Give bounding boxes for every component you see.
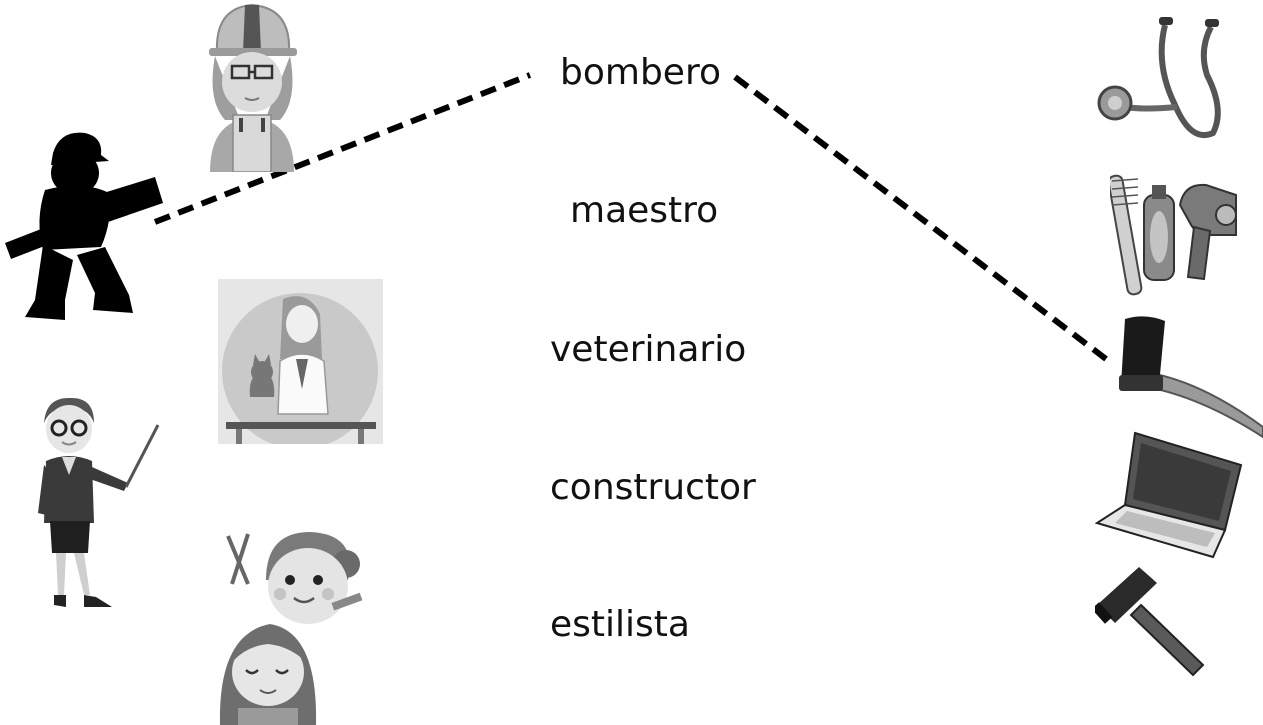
firefighter-icon <box>5 132 163 320</box>
teacher-icon <box>38 397 160 607</box>
hammer-icon <box>1095 567 1205 677</box>
word-maestro: maestro <box>570 190 719 231</box>
construction-worker-icon <box>209 3 297 172</box>
word-constructor: constructor <box>550 467 756 508</box>
word-bombero: bombero <box>560 52 721 93</box>
word-veterinario: veterinario <box>550 329 747 370</box>
hair-tools-icon <box>1110 174 1237 296</box>
connection-line-firefighter-bombero <box>153 72 532 225</box>
word-estilista: estilista <box>550 604 690 645</box>
veterinarian-icon <box>218 279 383 444</box>
connection-line-bombero-axe <box>733 74 1112 365</box>
axe-icon <box>1119 316 1263 439</box>
stylist-icon <box>219 532 363 725</box>
laptop-icon <box>1095 431 1243 559</box>
stethoscope-icon <box>1097 17 1221 138</box>
